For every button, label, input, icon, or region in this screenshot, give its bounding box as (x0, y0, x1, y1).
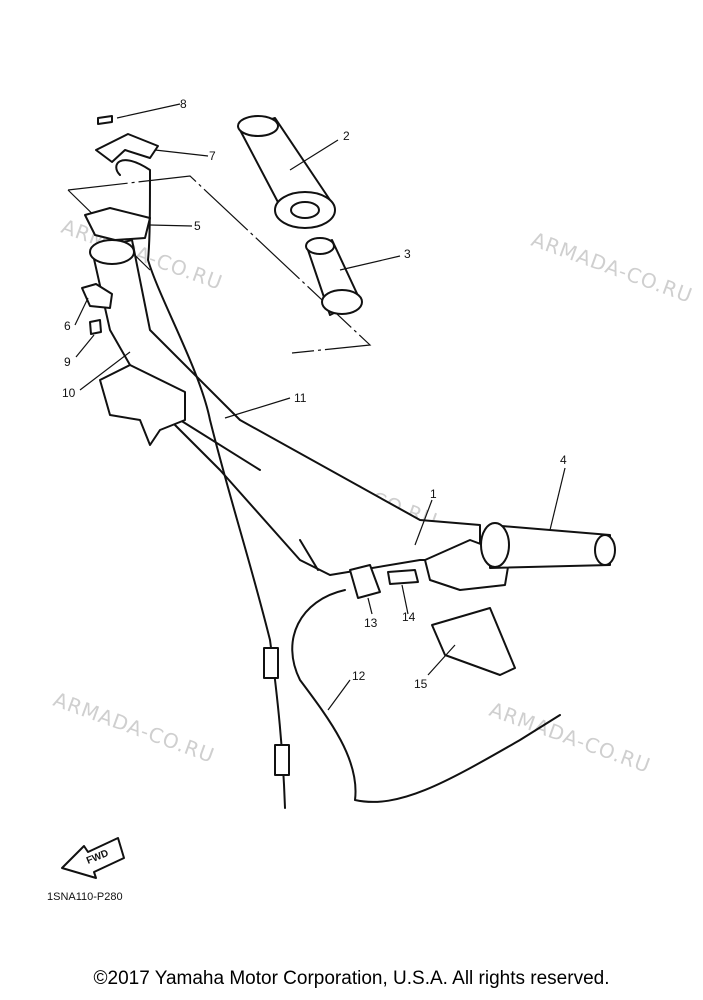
callout-4: 4 (560, 453, 567, 467)
callout-5: 5 (194, 219, 201, 233)
left-grip (480, 522, 616, 569)
leader-lines (74, 103, 566, 711)
cable-fitting (274, 744, 290, 776)
holder-clamp (81, 283, 113, 309)
callout-8: 8 (180, 97, 187, 111)
throttle-cover (95, 133, 159, 163)
throttle-grip (237, 115, 336, 229)
callout-13: 13 (364, 616, 378, 630)
bolt (89, 319, 102, 335)
throttle-tube (305, 237, 363, 316)
callout-15: 15 (414, 677, 428, 691)
forward-arrow: FWD (61, 837, 125, 879)
watermark: ARMADA-CO.RU (528, 227, 696, 308)
callout-1: 1 (430, 487, 437, 501)
throttle-housing (84, 207, 151, 241)
screw (97, 115, 113, 125)
handlebar-holder (99, 364, 186, 446)
diagram-code: 1SNA110-P280 (47, 891, 123, 903)
callout-11: 11 (294, 391, 307, 405)
watermark: ARMADA-CO.RU (486, 697, 654, 778)
lever-cover (431, 607, 516, 676)
cable-fitting (263, 647, 279, 679)
callout-7: 7 (209, 149, 216, 163)
clutch-adjuster (349, 564, 381, 599)
callout-6: 6 (64, 319, 71, 333)
callout-9: 9 (64, 355, 71, 369)
copyright-notice: ©2017 Yamaha Motor Corporation, U.S.A. A… (93, 968, 610, 989)
clutch-cable-joint (387, 569, 419, 585)
callout-12: 12 (352, 669, 366, 683)
callout-3: 3 (404, 247, 411, 261)
clutch-cable (291, 589, 561, 803)
watermark: ARMADA-CO.RU (50, 687, 218, 768)
callout-2: 2 (343, 129, 350, 143)
callout-14: 14 (402, 610, 416, 624)
callout-10: 10 (62, 386, 76, 400)
